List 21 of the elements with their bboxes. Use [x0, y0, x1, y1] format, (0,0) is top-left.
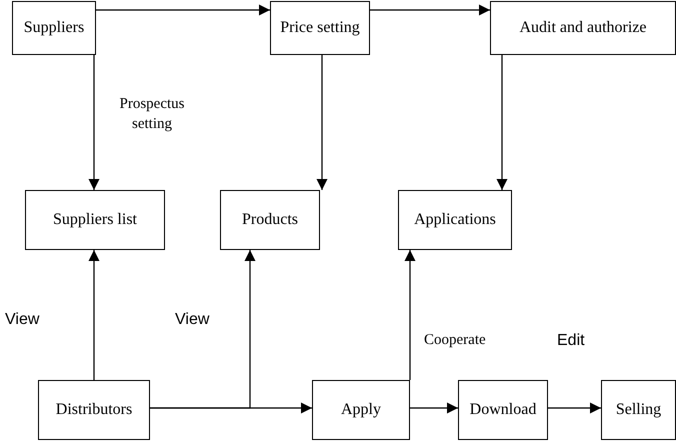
process-box: Distributors: [38, 380, 150, 440]
process-box: Suppliers: [12, 1, 96, 55]
arrow: [96, 4, 270, 16]
process-box: Suppliers list: [25, 190, 165, 250]
arrow: [410, 402, 458, 414]
arrow: [88, 250, 100, 380]
arrow: [404, 250, 416, 380]
arrow: [496, 55, 508, 190]
process-box: Applications: [398, 190, 512, 250]
arrow: [88, 55, 100, 190]
arrow: [370, 4, 490, 16]
process-box: Products: [220, 190, 320, 250]
process-box: Audit and authorize: [490, 1, 676, 55]
process-box: Selling: [601, 380, 676, 440]
arrow: [150, 402, 312, 414]
arrow: [316, 55, 328, 190]
edge-label: Cooperate: [424, 331, 486, 350]
process-box: Price setting: [270, 1, 370, 55]
process-box: Apply: [312, 380, 410, 440]
process-box: Download: [458, 380, 548, 440]
arrow: [548, 402, 601, 414]
